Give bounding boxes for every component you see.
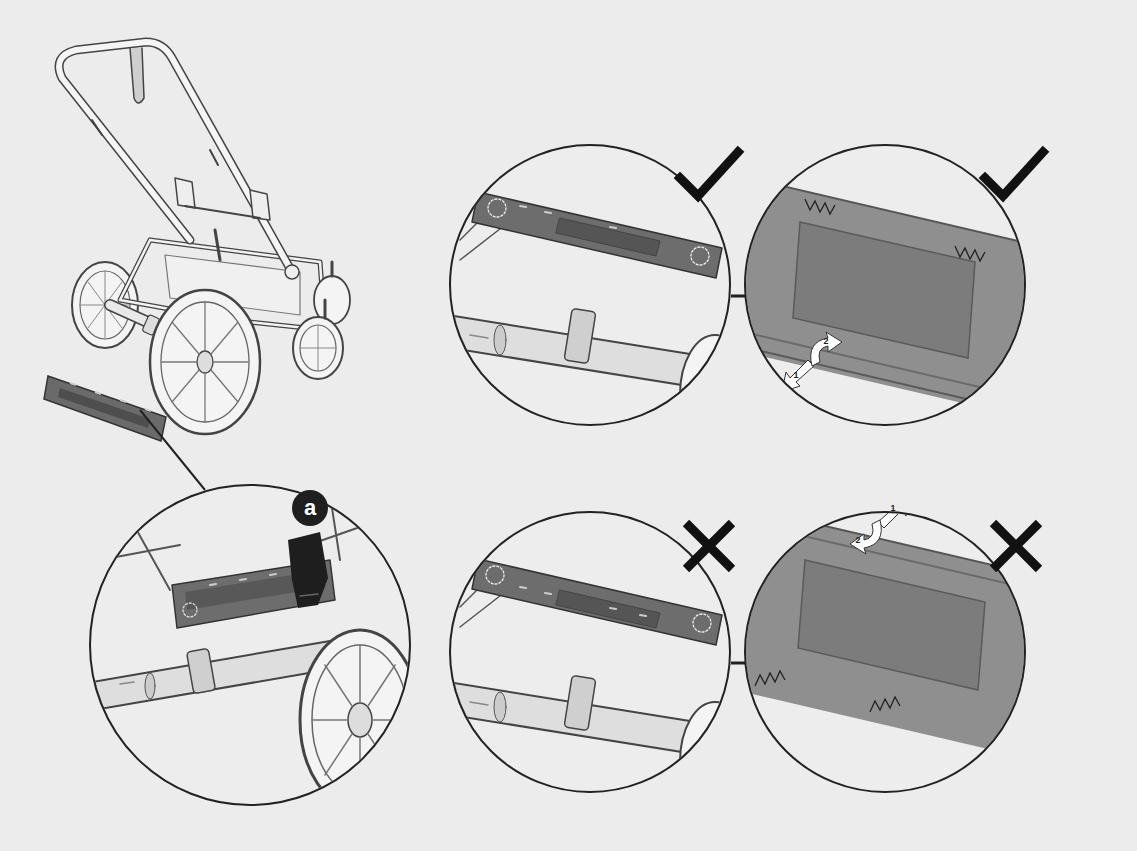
- step-number: 2: [855, 536, 860, 545]
- check-mark: [680, 152, 738, 196]
- cross-mark: [993, 523, 1039, 569]
- dash: [731, 295, 745, 298]
- callout-letter: a: [304, 497, 316, 519]
- step-number: 2: [823, 337, 828, 346]
- stroller-frame: [59, 42, 350, 434]
- detail-circle-correct-position: [440, 145, 750, 455]
- callout-badge: a: [292, 490, 328, 526]
- detail-circle-a: [70, 485, 420, 810]
- leader-line: [140, 410, 205, 490]
- step-number: 1: [793, 371, 798, 380]
- detail-circle-wrong-closeup: [735, 496, 1039, 792]
- step-number: 1: [890, 504, 895, 513]
- check-mark: [985, 152, 1043, 196]
- detail-circle-wrong-position: [440, 512, 750, 822]
- detail-circle-correct-closeup: [735, 145, 1043, 425]
- brake-bar-part: [44, 376, 166, 441]
- dash: [731, 662, 745, 665]
- cross-mark: [686, 523, 732, 569]
